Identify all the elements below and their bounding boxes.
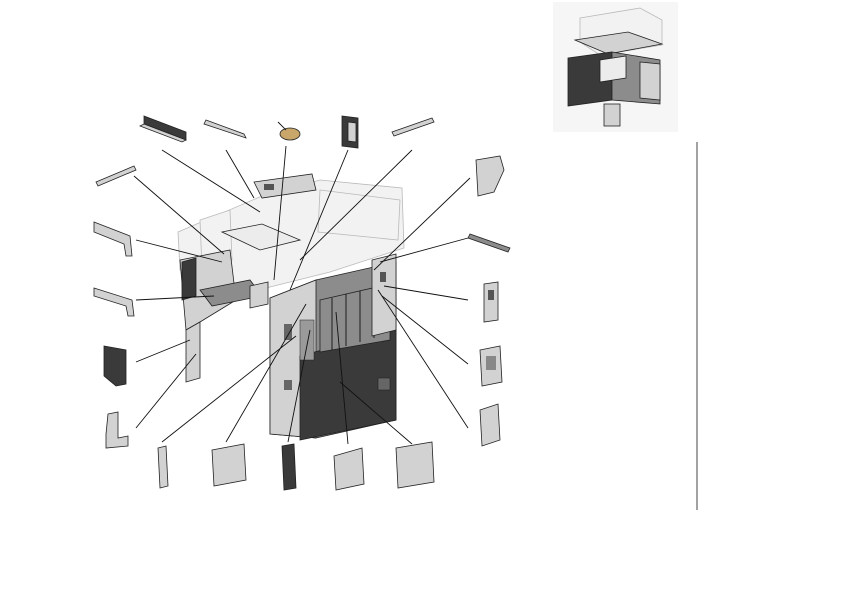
part-top-rail	[139, 115, 187, 143]
leader-lines	[133, 145, 471, 445]
part-bottom-panel	[333, 447, 365, 491]
part-bottom-rod	[157, 445, 169, 489]
part-left-bracket-2	[93, 287, 135, 317]
part-right-rail	[467, 233, 511, 253]
part-bracket-top	[341, 115, 359, 149]
part-top-strip	[391, 117, 435, 137]
part-bottom-cage	[211, 443, 247, 487]
part-left-bar	[95, 165, 137, 187]
part-right-cover	[479, 403, 501, 447]
main-chassis	[177, 179, 405, 441]
part-right-plate	[483, 281, 499, 323]
part-left-foot	[105, 411, 129, 449]
part-right-box	[479, 345, 503, 387]
locator-thumbnail	[553, 2, 678, 132]
part-thin-bar	[203, 119, 247, 139]
part-left-block	[103, 345, 127, 387]
part-upper-cover	[253, 173, 317, 199]
part-left-bracket-1	[93, 221, 133, 257]
part-right-bracket	[475, 155, 505, 197]
part-bottom-tray	[395, 441, 435, 489]
part-bottom-board	[281, 443, 297, 491]
part-spring	[277, 121, 301, 141]
